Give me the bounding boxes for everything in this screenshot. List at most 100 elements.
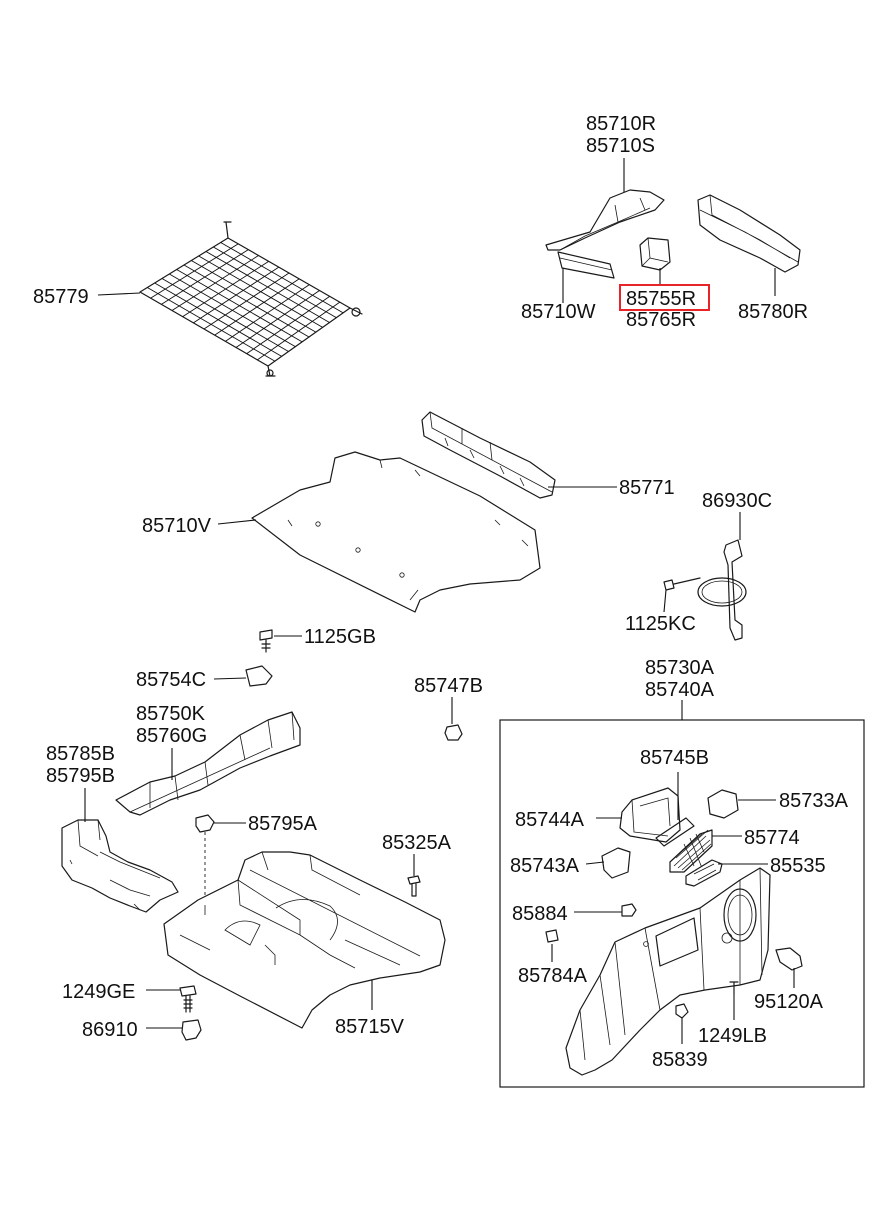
part-85715V-shape xyxy=(163,851,446,1029)
part-86930C-ring xyxy=(697,577,747,607)
part-85730A-shape xyxy=(565,867,771,1076)
label-1125GB: 1125GB xyxy=(304,626,376,648)
part-85535-detail xyxy=(693,863,717,881)
label-85750K: 85750K xyxy=(136,703,206,725)
part-85745B-shape xyxy=(655,817,695,847)
part-85839-shape xyxy=(675,1003,689,1019)
part-85710W-detail xyxy=(559,257,613,271)
cargo-net-hooks xyxy=(223,221,363,377)
highlight-box-85755R xyxy=(619,284,710,311)
part-85710V-shape xyxy=(251,451,541,613)
trim-hole-2 xyxy=(721,932,733,944)
label-95120A: 95120A xyxy=(754,991,824,1013)
label-85710S: 85710S xyxy=(586,135,655,157)
fastener-85325A-group: 85325A xyxy=(382,832,452,897)
luggage-side-trim-group: 85710R 85710S 85710W 85755R 85765R 85780… xyxy=(521,113,808,331)
label-85733A: 85733A xyxy=(779,790,849,812)
label-85765R: 85765R xyxy=(626,309,696,331)
part-85750K-shape xyxy=(115,711,301,816)
part-95120A-shape xyxy=(775,947,803,971)
label-85744A: 85744A xyxy=(515,809,585,831)
part-1125KC-bolt xyxy=(663,577,701,591)
part-85730A-opening-inner xyxy=(727,894,753,936)
label-85780R: 85780R xyxy=(738,301,808,323)
fastener-1125GB-group: 1125GB xyxy=(259,626,376,653)
mat-hole-1 xyxy=(315,521,321,527)
net-mesh-line xyxy=(246,295,330,355)
label-85754C: 85754C xyxy=(136,669,206,691)
net-mesh-line xyxy=(257,301,341,361)
bracket-85785B-group: 85785B 85795B xyxy=(46,743,179,913)
part-85771-shape xyxy=(421,411,556,499)
label-85715V: 85715V xyxy=(335,1016,405,1038)
clip-85795A-group: 85795A xyxy=(195,813,318,905)
part-85755R-detail xyxy=(641,237,669,267)
leader-1125KC xyxy=(663,589,667,613)
part-85750K-detail xyxy=(129,711,295,813)
part-85795A-shape xyxy=(195,814,215,833)
part-85730A-window xyxy=(655,917,699,967)
part-85884-shape xyxy=(621,903,637,917)
label-85779: 85779 xyxy=(33,286,89,308)
part-85744A-shape xyxy=(619,787,681,843)
net-mesh-line xyxy=(213,246,337,319)
nut-86910-group: 86910 xyxy=(82,1019,202,1041)
part-85785B-detail xyxy=(69,819,161,911)
label-85325A: 85325A xyxy=(382,832,452,854)
label-85535: 85535 xyxy=(770,855,826,877)
part-85784A-shape xyxy=(545,929,559,943)
part-85780R-detail xyxy=(699,194,799,263)
label-85884: 85884 xyxy=(512,903,568,925)
label-85710W: 85710W xyxy=(521,301,596,323)
part-85754C-shape xyxy=(245,665,273,687)
part-85774-hatch xyxy=(671,829,712,871)
cargo-net-group: 85779 xyxy=(33,221,363,377)
label-85839: 85839 xyxy=(652,1049,708,1071)
part-86930C-ring-inner xyxy=(701,580,743,604)
label-85743A: 85743A xyxy=(510,855,580,877)
label-85774: 85774 xyxy=(744,827,800,849)
leader-85743A xyxy=(585,861,605,865)
clip-85747B-group: 85747B xyxy=(414,675,483,741)
label-85795A: 85795A xyxy=(248,813,318,835)
cargo-net-mesh xyxy=(147,242,344,362)
trim-hole-1 xyxy=(643,941,649,947)
part-85710W-shape xyxy=(557,251,615,279)
label-85795B: 85795B xyxy=(46,765,115,787)
part-1125GB-shape xyxy=(259,629,273,653)
part-85730A-detail xyxy=(579,867,763,1061)
label-85755R: 85755R xyxy=(626,288,696,310)
label-85745B: 85745B xyxy=(640,747,709,769)
net-hook-right xyxy=(351,307,361,317)
label-85740A: 85740A xyxy=(645,679,715,701)
net-mesh-line xyxy=(220,242,344,314)
mat-hole-2 xyxy=(355,547,361,553)
part-85744A-detail xyxy=(631,797,671,837)
label-85771: 85771 xyxy=(619,477,675,499)
label-1249GE: 1249GE xyxy=(62,981,135,1003)
label-85747B: 85747B xyxy=(414,675,483,697)
part-85715V-detail xyxy=(179,851,421,969)
part-85747B-shape xyxy=(444,724,463,741)
label-85760G: 85760G xyxy=(136,725,207,747)
label-85730A: 85730A xyxy=(645,657,715,679)
label-86930C: 86930C xyxy=(702,490,772,512)
tray-85715V-group: 85715V xyxy=(163,851,446,1038)
label-1249LB: 1249LB xyxy=(698,1025,767,1047)
part-85710V-detail xyxy=(287,459,529,601)
part-86910-shape xyxy=(181,1019,202,1041)
part-85780R-shape xyxy=(697,194,801,273)
part-85785B-shape xyxy=(61,819,179,913)
rail-85750K-group: 85750K 85760G xyxy=(115,703,301,816)
part-85743A-shape xyxy=(601,847,631,879)
part-1249GE-shape xyxy=(179,985,197,1013)
label-86910: 86910 xyxy=(82,1019,138,1041)
mat-hole-3 xyxy=(399,572,405,578)
part-85325A-shape xyxy=(407,875,421,897)
leader-85779 xyxy=(97,292,141,296)
part-85771-detail xyxy=(429,411,553,493)
label-85710R: 85710R xyxy=(586,113,656,135)
side-trim-box-group: 85730A 85740A 85744A 85745B 85733A 85774… xyxy=(499,657,865,1088)
part-1249LB-shape xyxy=(729,981,739,995)
